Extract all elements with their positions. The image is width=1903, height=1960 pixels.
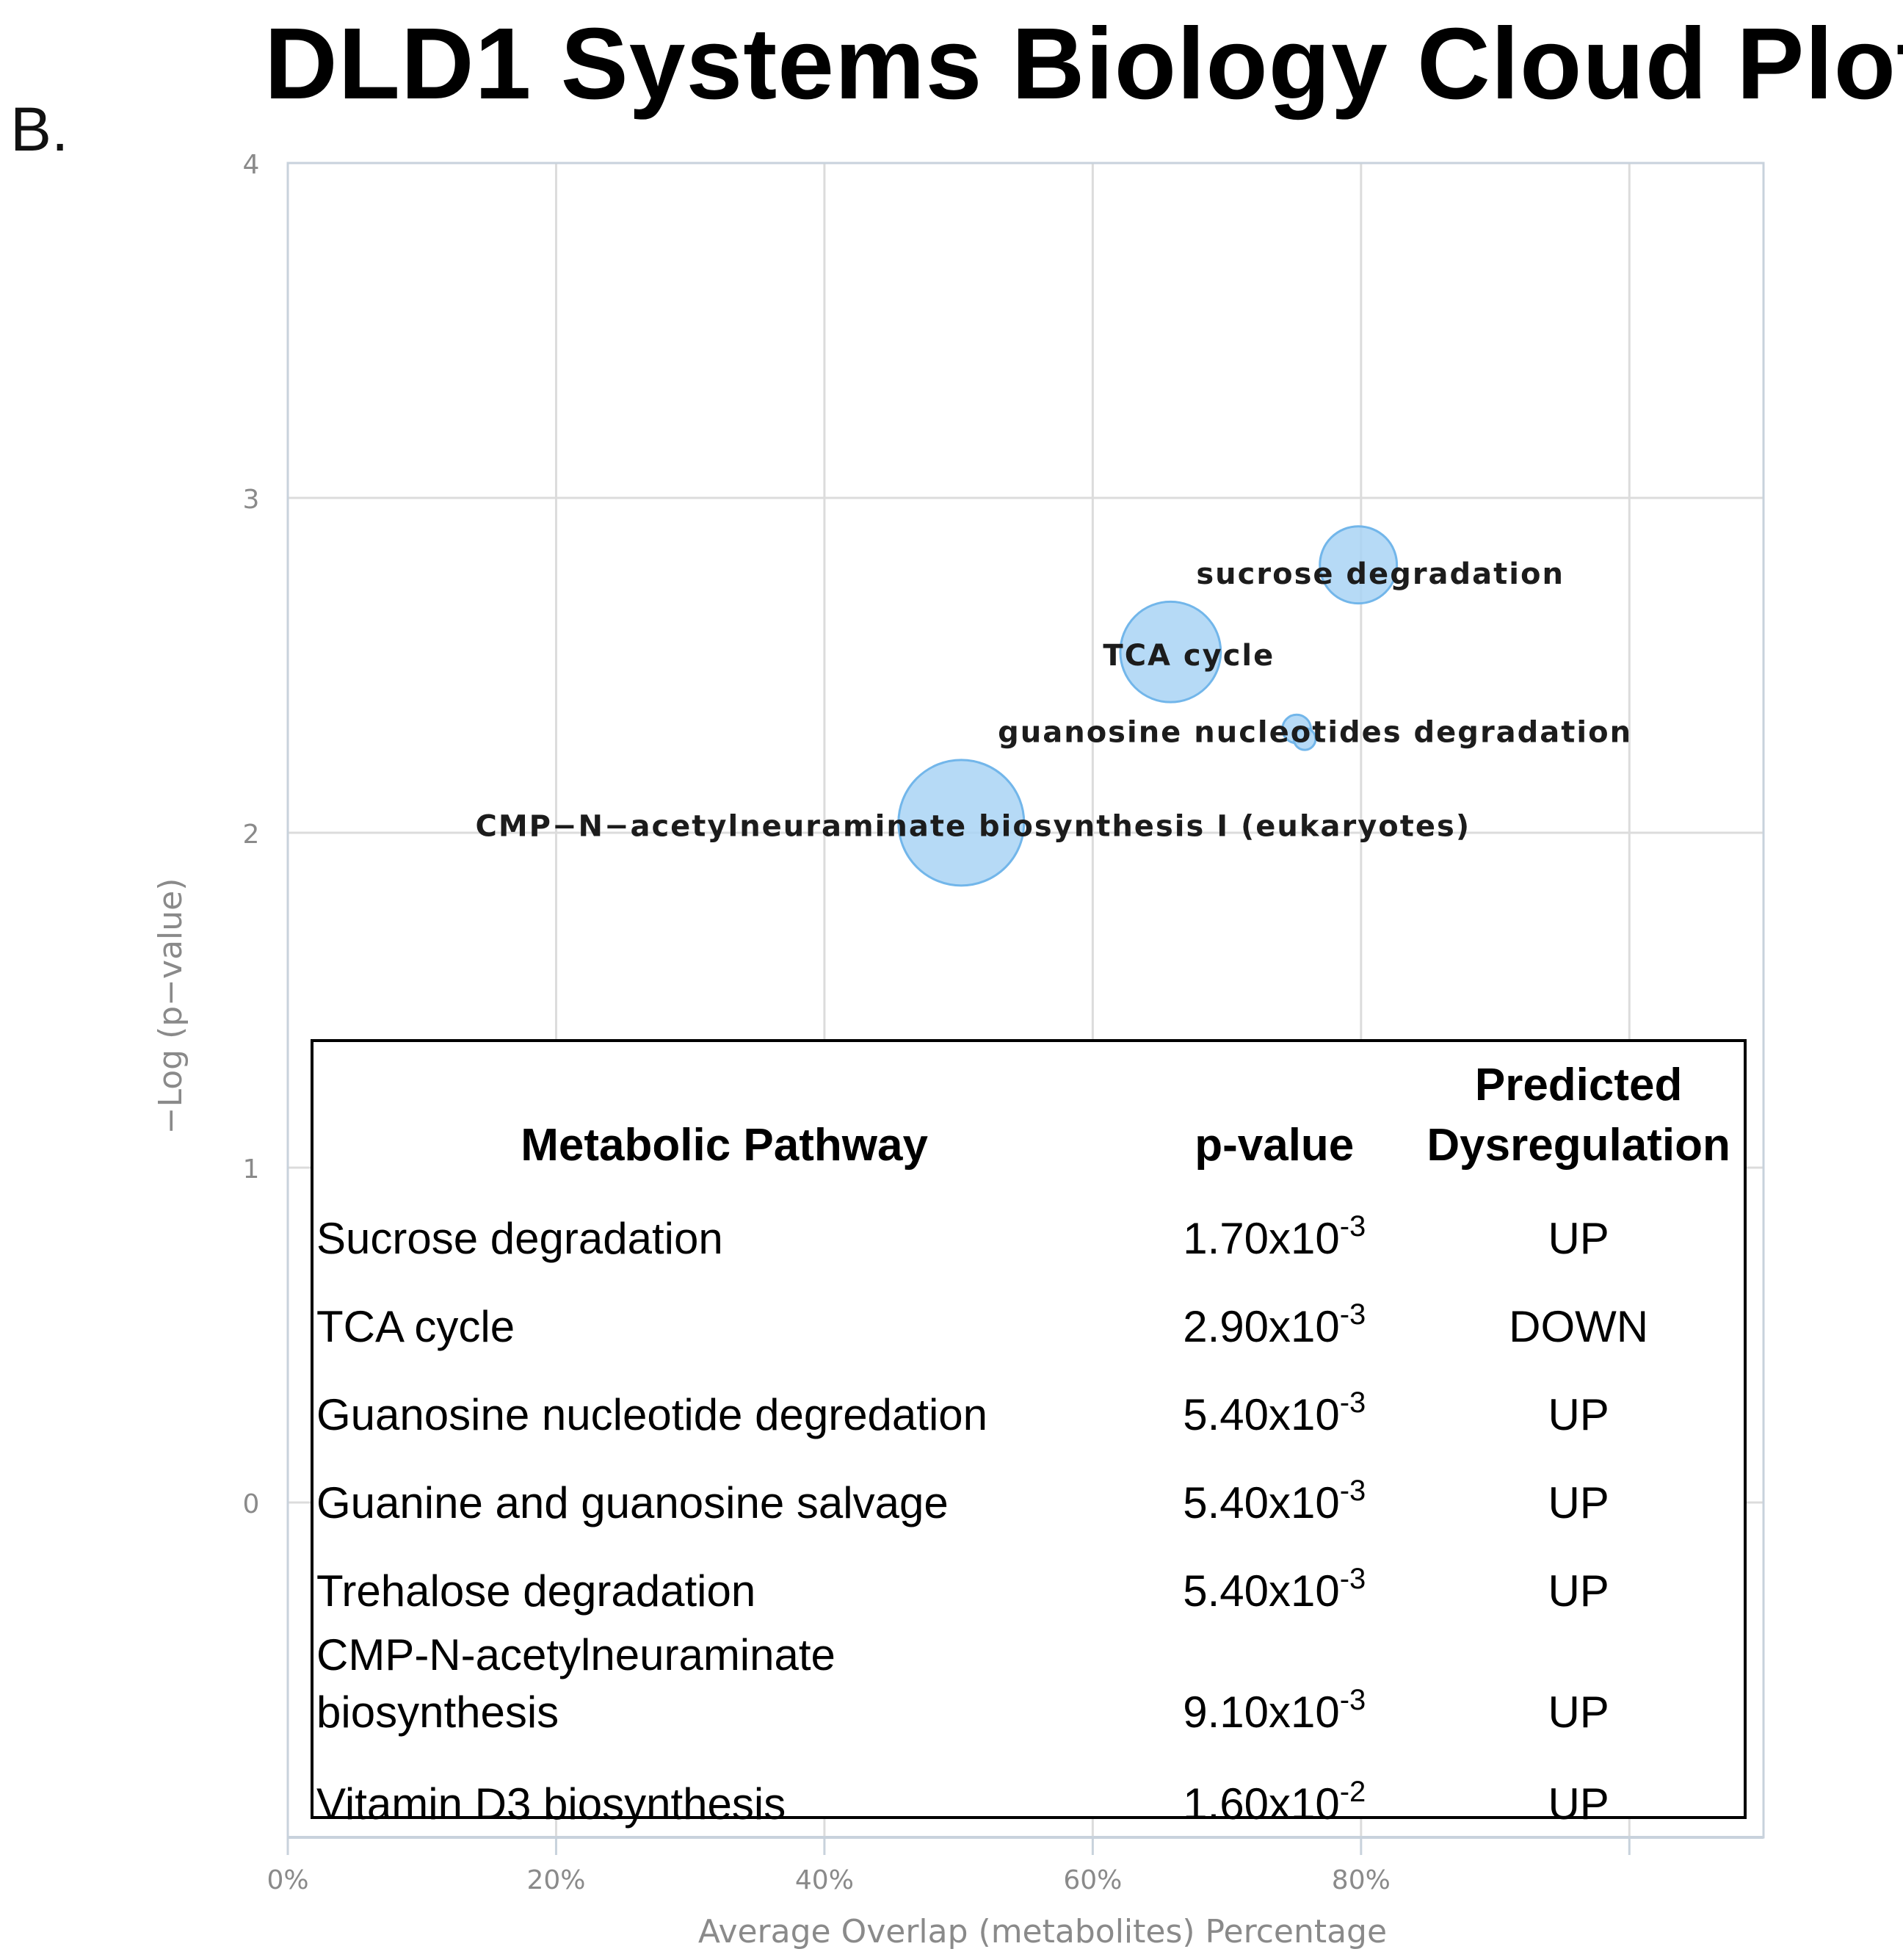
chart-title: DLD1 Systems Biology Cloud Plot: [264, 7, 1903, 120]
cell-pvalue: 9.10x10-3: [1135, 1616, 1413, 1741]
pvalue-mantissa: 9.10x10: [1183, 1688, 1340, 1737]
cell-pvalue: 5.40x10-3: [1135, 1440, 1413, 1528]
table-row: Vitamin D3 biosynthesis 1.60x10-2 UP: [313, 1741, 1744, 1829]
cell-pvalue: 1.60x10-2: [1135, 1741, 1413, 1829]
pvalue-exponent: -3: [1339, 1210, 1366, 1243]
bubble-label: TCA cycle: [1103, 639, 1275, 673]
table-row: Sucrose degradation 1.70x10-3 UP: [313, 1176, 1744, 1264]
plot-frame: [286, 162, 1765, 1839]
bubble-label: guanosine nucleotides degradation: [998, 716, 1632, 750]
cell-dysregulation: UP: [1548, 1478, 1609, 1527]
y-tick-label: 3: [243, 485, 260, 515]
cell-pathway: TCA cycle: [316, 1302, 515, 1351]
y-tick-label: 1: [243, 1154, 260, 1185]
pvalue-mantissa: 5.40x10: [1183, 1390, 1340, 1439]
cell-pathway: Guanosine nucleotide degredation: [316, 1390, 988, 1439]
cell-dysregulation: DOWN: [1509, 1302, 1649, 1351]
pvalue-exponent: -3: [1339, 1563, 1366, 1595]
header-pvalue: p-value: [1195, 1120, 1355, 1171]
pvalue-mantissa: 5.40x10: [1183, 1566, 1340, 1616]
pvalue-exponent: -3: [1339, 1475, 1366, 1507]
panel-label: B.: [10, 95, 69, 164]
bubble-label: sucrose degradation: [1196, 557, 1565, 591]
cell-pvalue: 5.40x10-3: [1135, 1352, 1413, 1440]
y-tick-label: 0: [243, 1489, 260, 1519]
pvalue-exponent: -3: [1339, 1298, 1366, 1331]
cell-pathway: Guanine and guanosine salvage: [316, 1478, 949, 1527]
table-row: Trehalose degradation 5.40x10-3 UP: [313, 1528, 1744, 1616]
y-tick-label: 4: [243, 150, 260, 180]
header-dysregulation-line2: Dysregulation: [1427, 1120, 1730, 1171]
y-tick-label: 2: [243, 820, 260, 850]
pvalue-mantissa: 1.70x10: [1183, 1214, 1340, 1263]
y-axis-label: −Log (p−value): [152, 878, 189, 1135]
cell-pathway: Sucrose degradation: [316, 1214, 723, 1263]
x-axis-label: Average Overlap (metabolites) Percentage: [698, 1913, 1387, 1950]
cell-dysregulation: UP: [1548, 1390, 1609, 1439]
bubble: [1119, 600, 1222, 704]
pvalue-exponent: -3: [1339, 1684, 1366, 1716]
x-tick-label: 40%: [795, 1865, 854, 1895]
cell-pathway: Vitamin D3 biosynthesis: [316, 1779, 786, 1829]
pvalue-mantissa: 5.40x10: [1183, 1478, 1340, 1527]
x-tick-label: 0%: [267, 1865, 308, 1895]
table-row: Guanosine nucleotide degredation 5.40x10-…: [313, 1352, 1744, 1440]
x-tick-label: 20%: [526, 1865, 585, 1895]
bubble: [897, 759, 1026, 887]
pvalue-mantissa: 2.90x10: [1183, 1302, 1340, 1351]
cell-dysregulation: UP: [1548, 1688, 1609, 1737]
bubble-label: CMP−N−acetylneuraminate biosynthesis I (…: [475, 809, 1471, 843]
table-row: TCA cycle 2.90x10-3 DOWN: [313, 1264, 1744, 1352]
bubble: [1319, 525, 1399, 605]
pvalue-exponent: -3: [1339, 1386, 1366, 1419]
x-tick-label: 60%: [1063, 1865, 1122, 1895]
cell-dysregulation: UP: [1548, 1779, 1609, 1829]
tick-layer: 0% 20% 40% 60% 80% 0 1 2 3 4: [243, 150, 1391, 1895]
bubble: [1292, 727, 1317, 751]
cell-pvalue: 1.70x10-3: [1135, 1176, 1413, 1264]
table-row: Guanine and guanosine salvage 5.40x10-3 UP: [313, 1440, 1744, 1528]
cell-pathway: Trehalose degradation: [316, 1566, 756, 1616]
header-dysregulation-line1: Predicted: [1474, 1060, 1683, 1110]
cell-pvalue: 5.40x10-3: [1135, 1528, 1413, 1616]
header-pathway: Metabolic Pathway: [521, 1120, 928, 1171]
cell-dysregulation: UP: [1548, 1566, 1609, 1616]
x-tick-label: 80%: [1332, 1865, 1391, 1895]
cell-pvalue: 2.90x10-3: [1135, 1264, 1413, 1352]
pvalue-exponent: -2: [1339, 1776, 1366, 1808]
cell-dysregulation: UP: [1548, 1214, 1609, 1263]
pvalue-mantissa: 1.60x10: [1183, 1779, 1340, 1829]
